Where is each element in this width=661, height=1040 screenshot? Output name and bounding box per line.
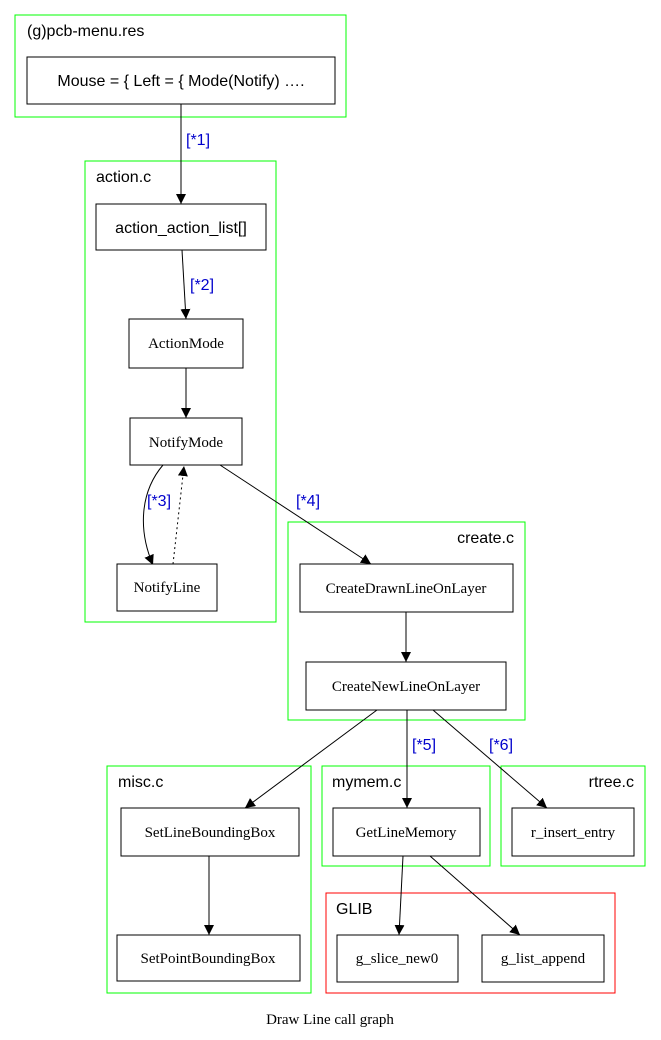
cluster-glib-border <box>325 892 616 994</box>
cluster-action-c-label: action.c <box>96 169 151 186</box>
node-g-list-append-label: g_list_append <box>501 951 586 967</box>
node-notify-line-label: NotifyLine <box>134 580 201 596</box>
node-mouse: Mouse = { Left = { Mode(Notify) …. <box>26 56 336 105</box>
node-create-new-line-on-layer: CreateNewLineOnLayer <box>305 661 507 711</box>
node-get-line-memory-label: GetLineMemory <box>356 825 457 841</box>
edge-create-new-to-set-line-bb <box>244 709 378 809</box>
cluster-rtree-c: rtree.c <box>500 765 646 867</box>
edge-create-new-to-r-insert <box>432 709 548 809</box>
node-g-list-append-box <box>481 934 605 983</box>
node-action-mode-box <box>128 318 244 369</box>
node-action-action-list-label: action_action_list[] <box>115 220 247 237</box>
edge-label-2: [*2] <box>190 277 214 294</box>
node-r-insert-entry-box <box>511 807 635 857</box>
node-g-slice-new0-box <box>336 934 459 983</box>
cluster-rtree-c-border <box>500 765 646 867</box>
cluster-create-c-label: create.c <box>457 530 514 547</box>
cluster-mymem-c: mymem.c <box>321 765 491 867</box>
node-create-drawn-line-on-layer: CreateDrawnLineOnLayer <box>299 563 514 613</box>
node-g-slice-new0: g_slice_new0 <box>336 934 459 983</box>
node-r-insert-entry-label: r_insert_entry <box>531 825 616 841</box>
graph-caption: Draw Line call graph <box>266 1012 394 1028</box>
node-create-new-line-on-layer-box <box>305 661 507 711</box>
edge-get-line-memory-to-g-list <box>429 855 521 936</box>
node-create-drawn-line-on-layer-box <box>299 563 514 613</box>
node-mouse-label: Mouse = { Left = { Mode(Notify) …. <box>57 73 304 90</box>
node-action-action-list: action_action_list[] <box>95 203 267 251</box>
cluster-mymem-c-border <box>321 765 491 867</box>
node-notify-line: NotifyLine <box>116 563 218 612</box>
node-create-drawn-line-on-layer-label: CreateDrawnLineOnLayer <box>326 581 487 597</box>
node-set-line-bounding-box: SetLineBoundingBox <box>120 807 300 857</box>
node-set-point-bounding-box-box <box>116 934 301 982</box>
edges <box>142 104 548 936</box>
node-set-line-bounding-box-label: SetLineBoundingBox <box>145 825 276 841</box>
node-r-insert-entry: r_insert_entry <box>511 807 635 857</box>
edge-label-6: [*6] <box>489 737 513 754</box>
cluster-misc-c: misc.c <box>106 765 312 994</box>
node-notify-mode: NotifyMode <box>129 417 243 466</box>
node-g-slice-new0-label: g_slice_new0 <box>356 951 438 967</box>
cluster-rtree-c-label: rtree.c <box>589 774 634 791</box>
edge-notify-mode-to-create-drawn <box>219 464 372 565</box>
edge-get-line-memory-to-g-slice <box>394 855 405 936</box>
cluster-pcb-menu-label: (g)pcb-menu.res <box>27 23 144 40</box>
edge-label-5: [*5] <box>412 737 436 754</box>
node-set-line-bounding-box-box <box>120 807 300 857</box>
node-set-point-bounding-box-label: SetPointBoundingBox <box>140 951 276 967</box>
node-notify-line-box <box>116 563 218 612</box>
edge-label-3: [*3] <box>147 493 171 510</box>
node-create-new-line-on-layer-label: CreateNewLineOnLayer <box>332 679 480 695</box>
node-notify-mode-label: NotifyMode <box>149 435 224 451</box>
node-action-mode: ActionMode <box>128 318 244 369</box>
node-action-action-list-box <box>95 203 267 251</box>
node-g-list-append: g_list_append <box>481 934 605 983</box>
edge-notify-mode-to-notify-line <box>142 464 164 566</box>
node-get-line-memory: GetLineMemory <box>332 807 481 857</box>
node-get-line-memory-box <box>332 807 481 857</box>
edge-label-1: [*1] <box>186 132 210 149</box>
node-notify-mode-box <box>129 417 243 466</box>
cluster-misc-c-border <box>106 765 312 994</box>
edge-action-list-to-action-mode <box>180 249 191 320</box>
cluster-glib: GLIB <box>325 892 616 994</box>
cluster-mymem-c-label: mymem.c <box>332 774 401 791</box>
node-set-point-bounding-box: SetPointBoundingBox <box>116 934 301 982</box>
cluster-glib-label: GLIB <box>336 901 372 918</box>
node-action-mode-label: ActionMode <box>148 336 224 352</box>
edge-label-4: [*4] <box>296 493 320 510</box>
node-mouse-box <box>26 56 336 105</box>
edge-notify-line-to-notify-mode <box>172 465 188 565</box>
cluster-misc-c-label: misc.c <box>118 774 163 791</box>
